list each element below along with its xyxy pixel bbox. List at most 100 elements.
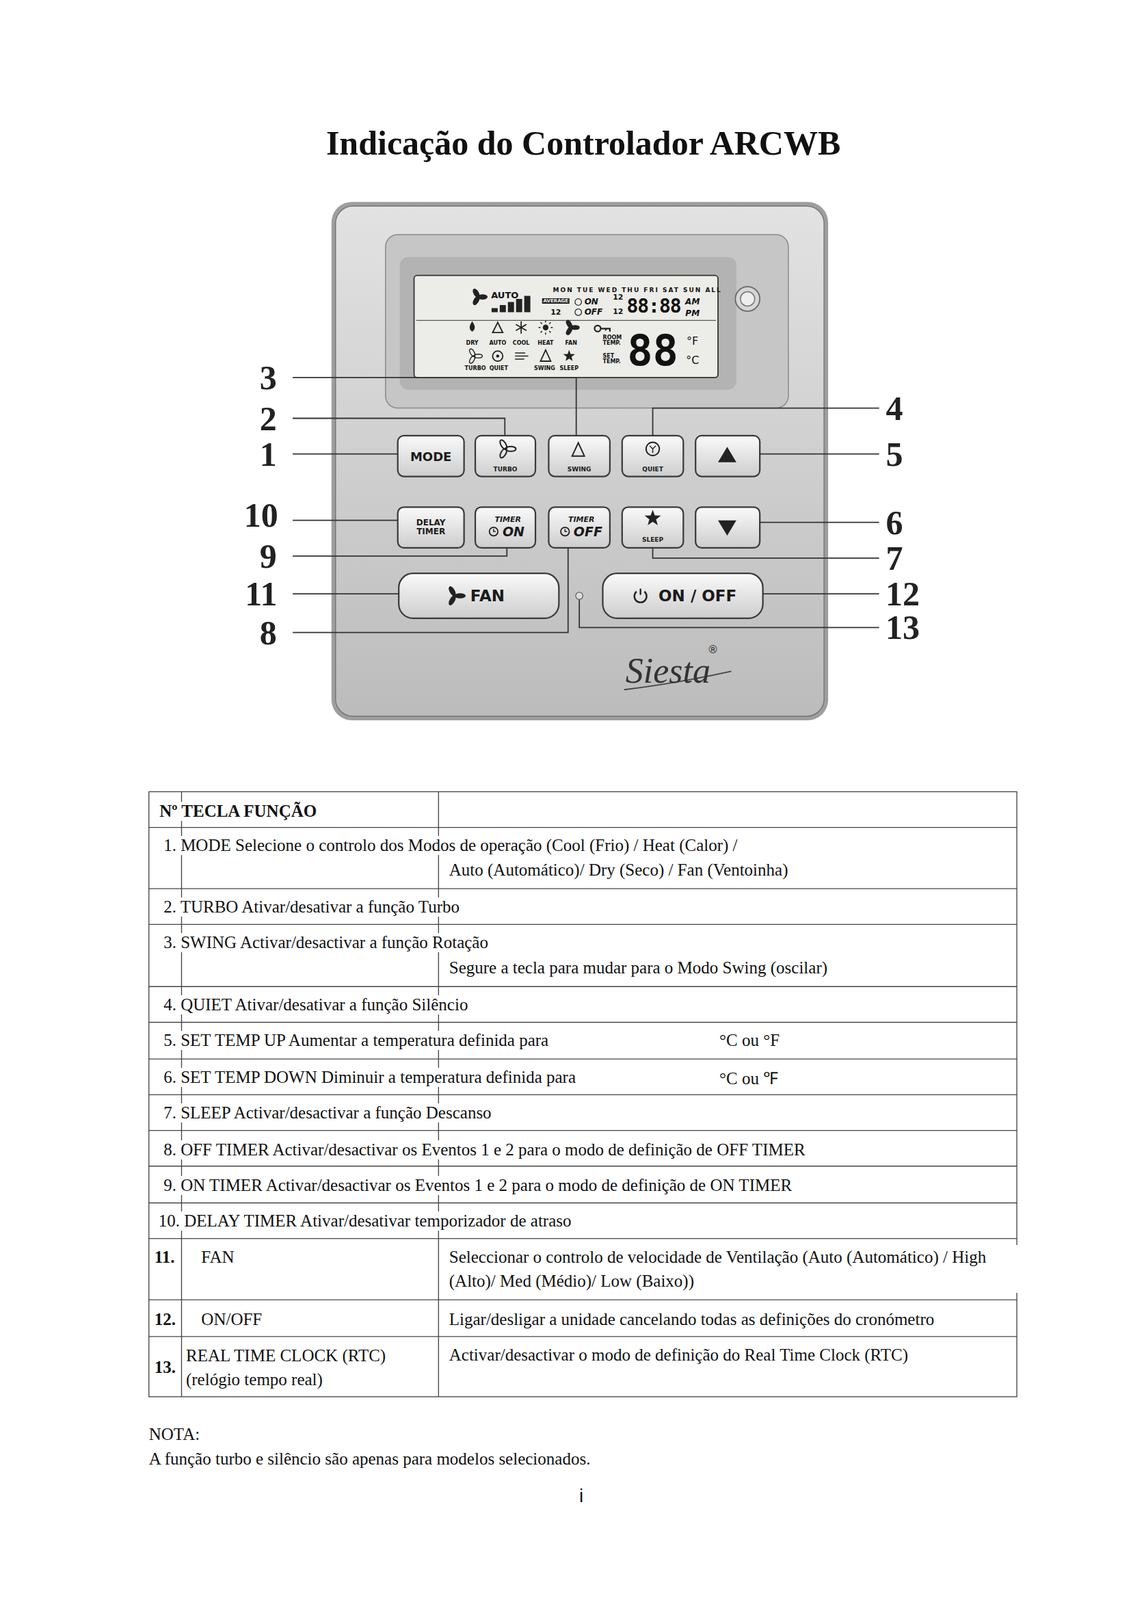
lcd-text: 12 (550, 307, 561, 317)
callout-number: 2 (259, 398, 277, 439)
button-bodies (398, 573, 559, 619)
lcd-text: AUTO (490, 289, 519, 301)
lcd-icons (516, 298, 523, 312)
table-cell: FAN (199, 1247, 236, 1267)
lcd-icons (416, 320, 717, 321)
lcd-text: DRY (465, 339, 478, 347)
lcd-text: SWING (534, 365, 556, 372)
note-heading: NOTA: (149, 1424, 200, 1444)
lcd-digits: 88 (627, 324, 679, 375)
button-label: TIMER (568, 514, 595, 524)
button-icons (560, 527, 570, 537)
leader-line (292, 547, 507, 556)
button-icons (447, 438, 737, 607)
leader-line (763, 592, 880, 595)
lcd-text: FAN (565, 339, 578, 347)
callout-number: 8 (259, 612, 277, 653)
lcd-icons (544, 332, 546, 335)
button-label: SLEEP (642, 536, 664, 543)
page-title: Indicação do Controlador ARCWB (326, 123, 841, 163)
button-icons (575, 592, 583, 600)
button-label: ON / OFF (658, 586, 737, 605)
lcd-icons (544, 320, 546, 323)
lcd-text: PM (685, 308, 700, 318)
lcd-digits: 88:88 (626, 294, 681, 318)
callout-number: 11 (244, 573, 277, 614)
button-bodies (695, 435, 760, 477)
display-bezel (400, 257, 737, 390)
button-label: TURBO (493, 465, 518, 473)
lcd-icons (540, 350, 551, 362)
turbo-button: TURBO (475, 435, 536, 477)
lcd-text: AUTO (488, 339, 507, 347)
lcd-icons (549, 322, 551, 324)
on-off-button: ON / OFF (602, 573, 763, 619)
table-grid (149, 791, 1017, 1396)
lcd-text: QUIET (489, 365, 509, 372)
button-bodies (548, 506, 610, 548)
table-cell: 10. DELAY TIMER Ativar/desativar tempori… (157, 1211, 574, 1231)
lcd-icons (499, 304, 507, 312)
leader-line (759, 453, 880, 455)
table-cell: Auto (Automático)/ Dry (Seco) / Fan (Ven… (447, 860, 790, 880)
lcd-text: HEAT (537, 339, 554, 347)
table-cell: 8. OFF TIMER Activar/desactivar os Event… (162, 1139, 807, 1160)
button-bodies (397, 435, 465, 477)
button-icons (649, 445, 656, 453)
lcd-icons (575, 309, 582, 316)
mode-button: MODE (397, 435, 465, 477)
lcd-icons (468, 348, 483, 364)
lcd-icons (540, 330, 542, 333)
button-label: MODE (410, 449, 452, 464)
callout-number: 13 (885, 607, 920, 647)
lcd-icons (563, 350, 576, 362)
lcd-icons (492, 322, 503, 333)
button-bodies (622, 435, 684, 477)
leader-line (653, 408, 880, 436)
leader-line (759, 521, 880, 524)
button-bodies (475, 506, 536, 548)
display-bezel (740, 291, 755, 307)
swing-button: SWING (548, 435, 610, 477)
lcd-icons (471, 287, 487, 305)
controller-housing (331, 201, 829, 721)
button-icons (644, 509, 662, 526)
leader-line (292, 377, 880, 633)
leader-line (292, 377, 577, 436)
table-cell: Seleccionar o controlo de velocidade de … (447, 1244, 1022, 1293)
callout-number: 1 (259, 434, 277, 474)
lcd-text: ROOM TEMP. (602, 335, 626, 347)
display-bezel (385, 234, 789, 409)
lcd-text: OFF (584, 307, 604, 317)
table-cell: °C ou °F (717, 1030, 781, 1050)
callout-number: 6 (886, 502, 904, 543)
lcd-text: 12 (612, 306, 623, 316)
lcd-icons (496, 354, 500, 357)
lcd-icons (515, 324, 527, 331)
lcd-text: AM (685, 296, 700, 307)
button-label: OFF (573, 523, 603, 539)
button-bodies (548, 435, 610, 477)
lcd-icons (575, 298, 582, 306)
callout-number: 5 (886, 434, 904, 474)
lcd-icons (549, 330, 551, 333)
lcd-icons (594, 325, 602, 332)
lcd-icons (491, 307, 498, 312)
leader-line (653, 547, 880, 558)
callout-number: 7 (886, 538, 904, 578)
table-cell: 9. ON TIMER Activar/desactivar os Evento… (162, 1175, 794, 1195)
table-cell: 6. SET TEMP DOWN Diminuir a temperatura … (162, 1067, 578, 1087)
button-icons (564, 528, 567, 532)
button-label: ON (502, 523, 525, 539)
lcd-icons (538, 326, 541, 328)
button-icons (572, 442, 585, 456)
lcd-text: SLEEP (559, 365, 579, 372)
table-cell: 7. SLEEP Activar/desactivar a função Des… (162, 1102, 493, 1123)
sleep-button: SLEEP (622, 506, 684, 548)
lcd-text: °C (685, 353, 699, 367)
table-cell: 2. TURBO Ativar/desativar a função Turbo (162, 897, 461, 917)
callout-number: 4 (886, 388, 904, 429)
table-cell: ON/OFF (199, 1309, 264, 1329)
display-bezel (735, 286, 760, 312)
